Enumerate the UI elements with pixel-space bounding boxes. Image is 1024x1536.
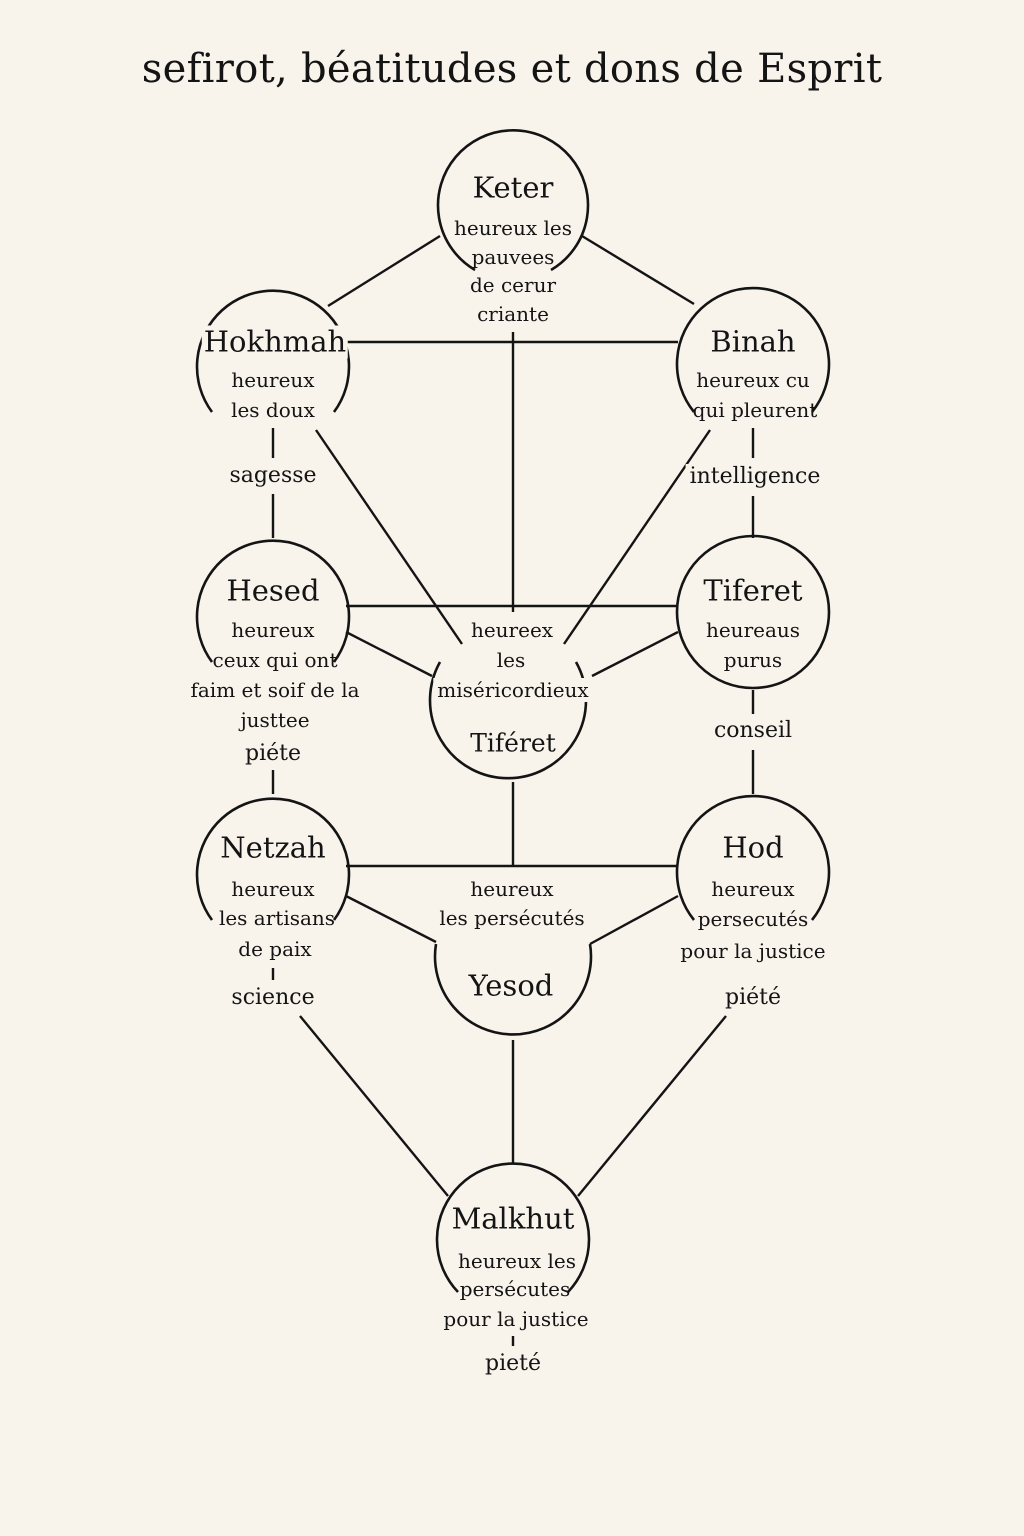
edge-netzah-yesod xyxy=(345,894,437,944)
malkhut-beatitude-line-2: persécutes xyxy=(459,1277,571,1301)
hesed-beatitude-line-2: ceux qui ont xyxy=(212,648,338,672)
center-beatitude-line-3: miséricordieux xyxy=(433,678,593,702)
keter-beatitude-line-1: heureux les xyxy=(453,216,573,240)
tiferet-gift: conseil xyxy=(709,718,797,744)
malkhut-circle xyxy=(435,1162,591,1293)
edge-hokhmah-center xyxy=(315,429,463,645)
binah-beatitude-line-1: heureux cu xyxy=(696,368,810,392)
hesed-beatitude-line-3: faim et soif de la xyxy=(190,678,360,702)
hod-beatitude-line-3: pour la justice xyxy=(680,939,826,963)
binah-gift: intelligence xyxy=(685,464,825,490)
edge-keter-binah xyxy=(581,234,695,306)
edge-hod-malkhut xyxy=(577,1015,727,1197)
hod-beatitude-line-1: heureux xyxy=(711,877,795,901)
center-beatitude-line-1: heureex xyxy=(470,618,554,642)
hokhmah-beatitude-line-2: les doux xyxy=(231,398,315,422)
tiferet-name: Tiferet xyxy=(699,574,807,608)
hesed-name: Hesed xyxy=(222,574,324,608)
yesod-beatitude-line-1: heureux xyxy=(466,877,558,901)
malkhut-beatitude-line-1: heureux les xyxy=(457,1249,577,1273)
binah-circle xyxy=(675,286,831,413)
yesod-name: Yesod xyxy=(468,968,554,1003)
hesed-circle xyxy=(195,539,351,663)
malkhut-gift: pieté xyxy=(485,1351,541,1376)
hokhmah-beatitude-line-1: heureux xyxy=(231,368,315,392)
center-circle xyxy=(428,661,588,780)
hod-beatitude-line-2: persecutés xyxy=(697,907,809,931)
netzah-beatitude-line-1: heureux xyxy=(231,877,315,901)
netzah-circle xyxy=(195,797,351,921)
binah-beatitude-line-2: qui pleurent xyxy=(692,398,818,422)
center-beatitude-line-2: les xyxy=(496,648,526,672)
netzah-beatitude-line-3: de paix xyxy=(238,937,312,961)
keter-beatitude-line-2: pauvees xyxy=(471,245,555,269)
keter-name: Keter xyxy=(472,170,554,205)
hokhmah-name: Hokhmah xyxy=(201,324,349,359)
edge-hesed-center xyxy=(345,630,433,678)
netzah-beatitude-line-2: les artisans xyxy=(218,906,336,930)
binah-name: Binah xyxy=(706,325,800,359)
hesed-beatitude-line-1: heureux xyxy=(231,618,315,642)
center-name: Tiféret xyxy=(470,728,556,758)
hod-name: Hod xyxy=(718,831,788,865)
yesod-beatitude-line-2: les persécutés xyxy=(439,906,585,930)
netzah-name: Netzah xyxy=(216,831,330,865)
netzah-gift: science xyxy=(227,985,319,1011)
keter-beatitude-line-3: de cerur xyxy=(465,273,561,297)
edge-netzah-malkhut xyxy=(299,1015,449,1197)
malkhut-name: Malkhut xyxy=(451,1201,575,1236)
hod-gift: piété xyxy=(721,985,785,1011)
hod-circle xyxy=(675,794,831,921)
hesed-beatitude-line-4: justtee xyxy=(240,708,310,732)
malkhut-beatitude-line-3: pour la justice xyxy=(439,1307,593,1331)
tiferet-beatitude-line-2: purus xyxy=(723,648,783,672)
edge-hod-yesod xyxy=(589,894,679,946)
edge-tiferet-center xyxy=(591,630,679,678)
hesed-gift: piéte xyxy=(245,741,301,766)
hokhmah-gift: sagesse xyxy=(225,463,321,489)
edge-keter-hokhmah xyxy=(327,234,441,308)
hokhmah-circle xyxy=(195,289,351,413)
tiferet-beatitude-line-1: heureaus xyxy=(705,618,801,642)
keter-beatitude-line-4: criante xyxy=(473,302,553,326)
page-title: sefirot, béatitudes et dons de Esprit xyxy=(141,46,883,92)
yesod-circle xyxy=(433,943,593,1036)
keter-circle xyxy=(436,129,590,272)
tiferet-circle xyxy=(675,534,831,690)
edge-binah-center xyxy=(563,429,711,645)
